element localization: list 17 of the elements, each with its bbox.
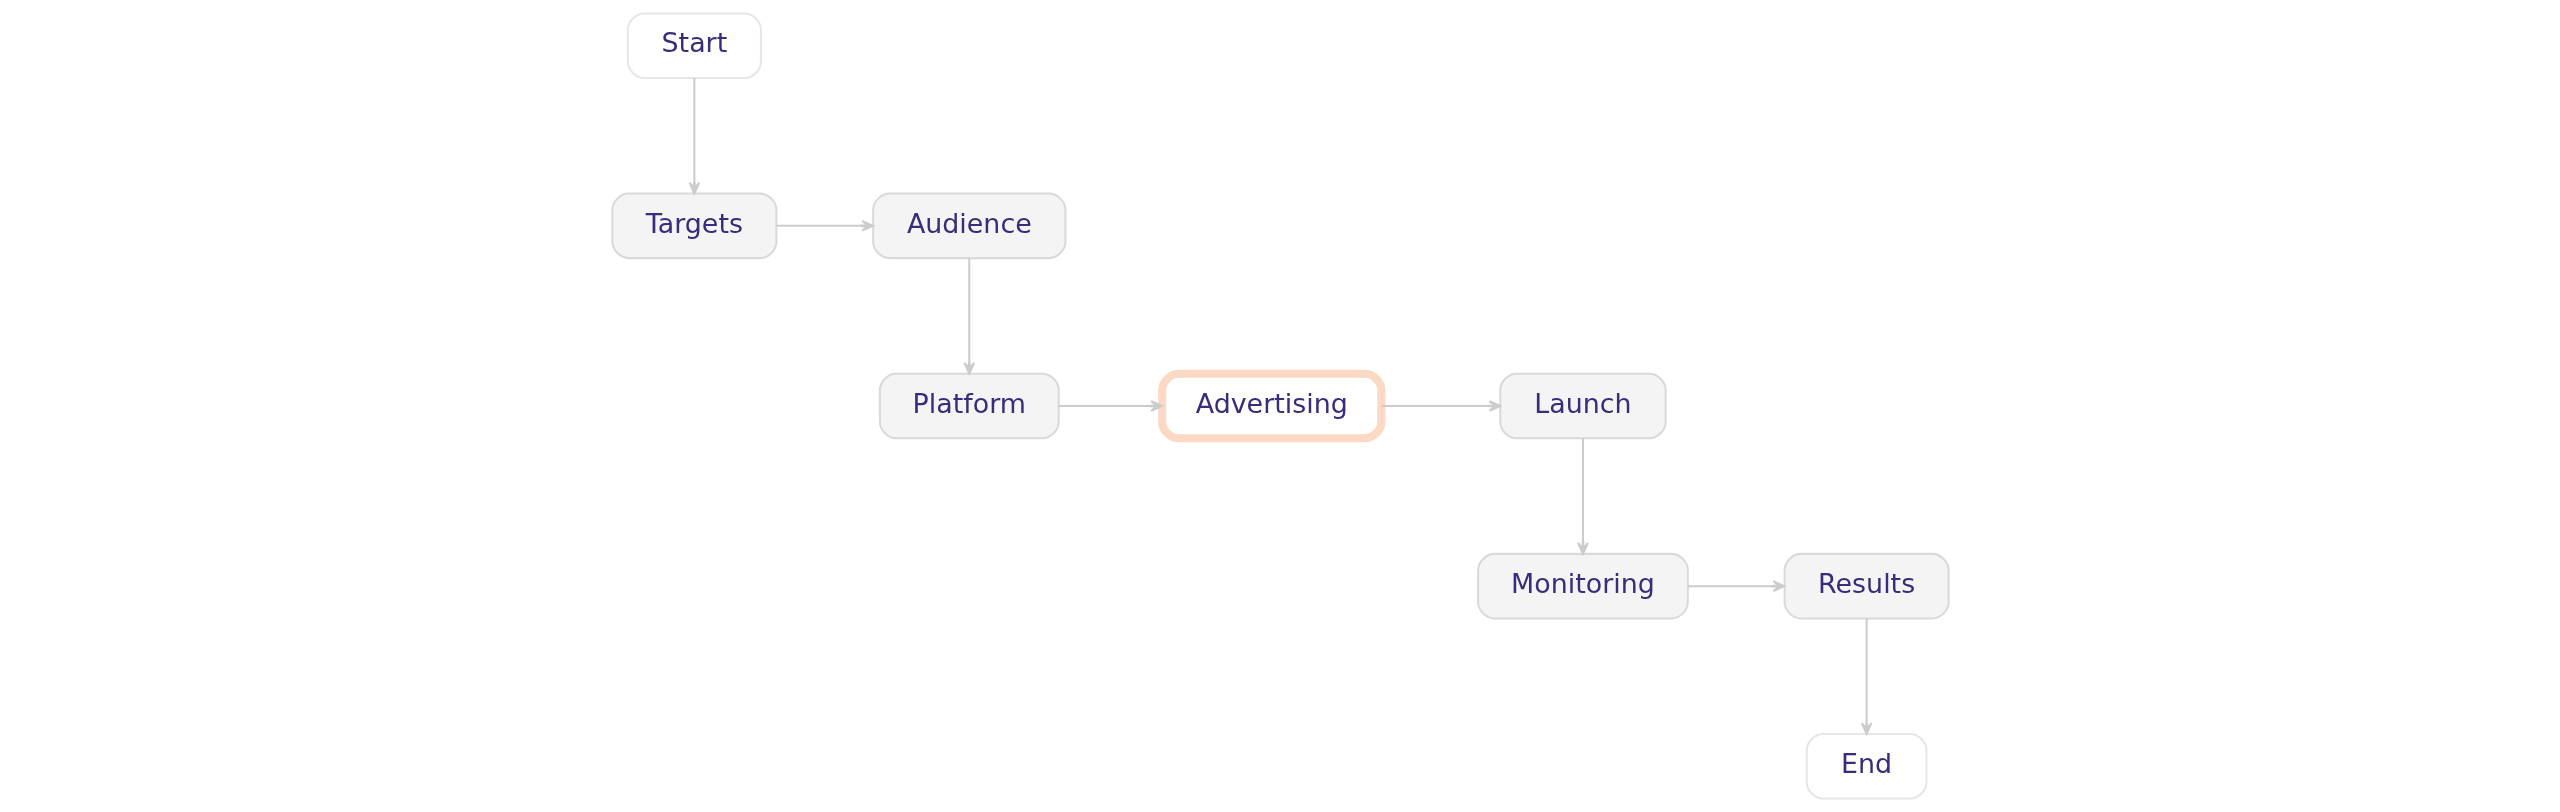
node-box: Audience (871, 192, 1066, 260)
node-box: Advertising (1157, 369, 1385, 443)
arrow (776, 220, 874, 232)
arrow (962, 258, 975, 375)
node-box: Launch (1498, 372, 1667, 440)
node-box: Platform (878, 372, 1060, 440)
node-box: Start (626, 12, 762, 79)
arrow (1860, 618, 1872, 735)
arrow (1380, 400, 1501, 412)
arrow (1687, 580, 1785, 592)
arrow (1576, 438, 1589, 555)
node-box: Results (1783, 552, 1950, 620)
arrow (1058, 400, 1163, 412)
node-box: End (1805, 733, 1927, 800)
node-box: Targets (610, 192, 777, 260)
node-box: Monitoring (1476, 552, 1689, 620)
arrow (688, 78, 700, 195)
